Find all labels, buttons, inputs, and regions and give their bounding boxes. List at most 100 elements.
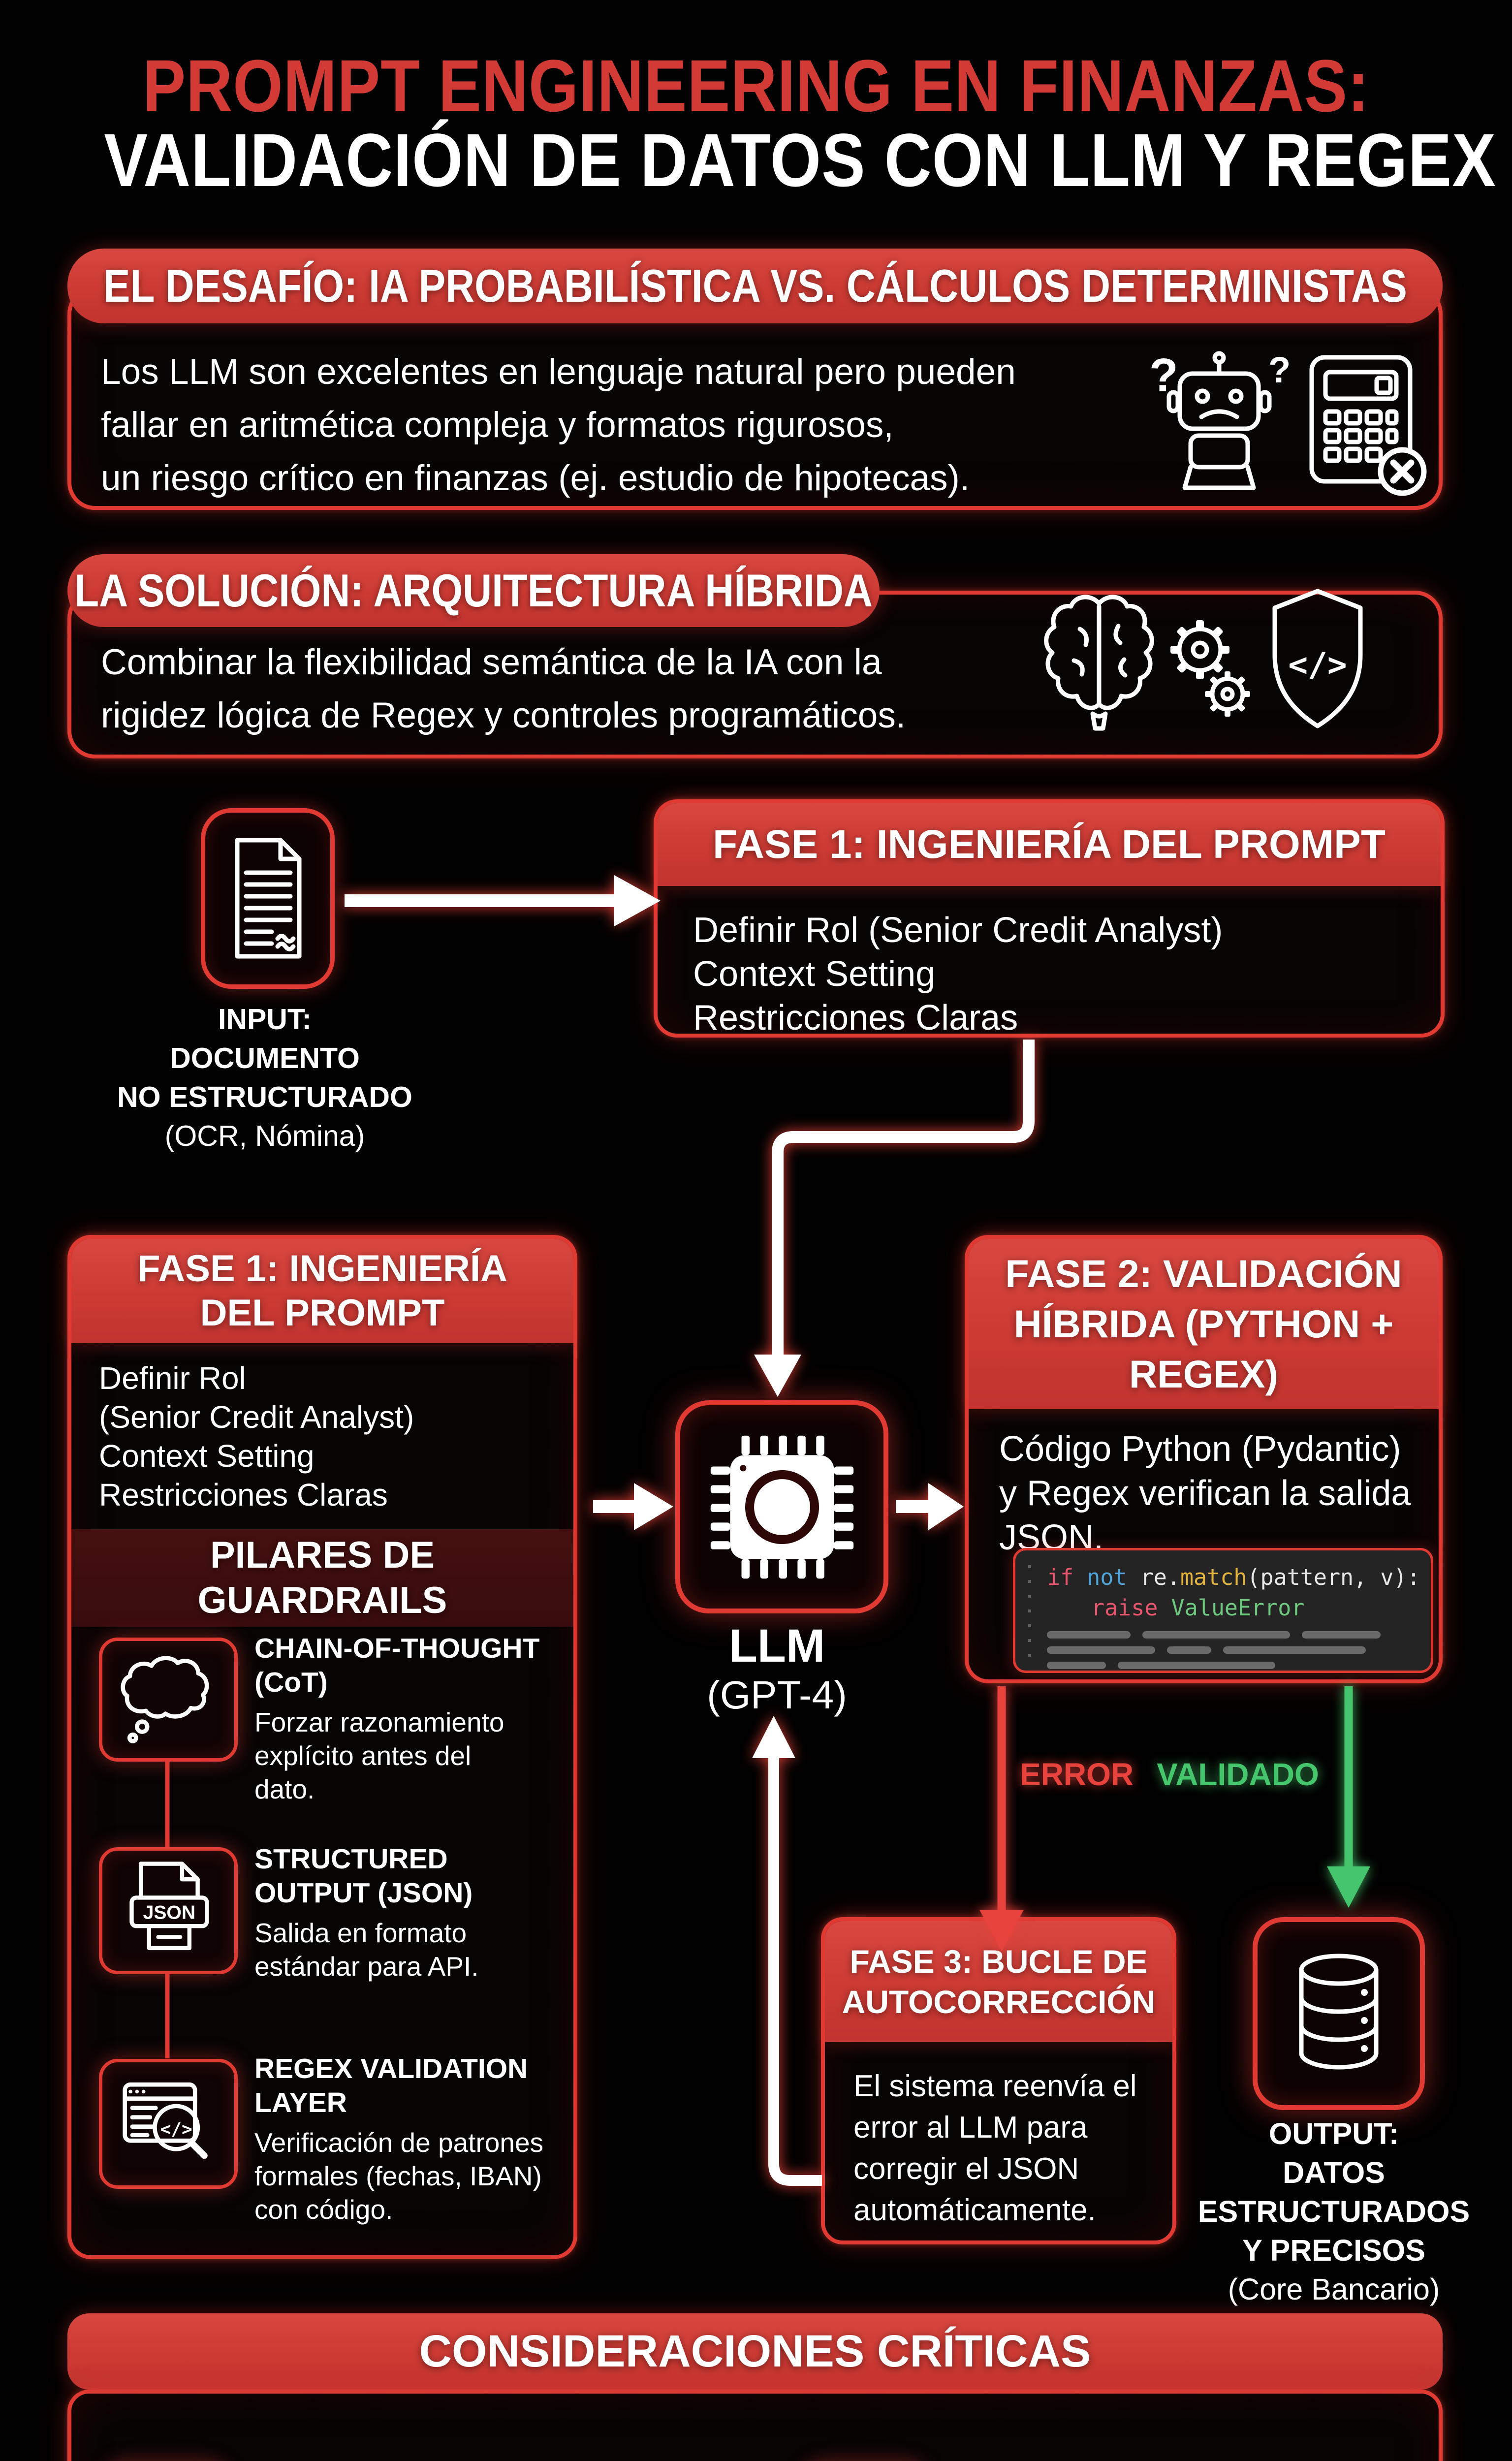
input-label-line: INPUT:	[218, 1003, 312, 1036]
thought-bubble-icon	[121, 1656, 209, 1743]
fase1-top-line: Definir Rol (Senior Credit Analyst)	[693, 911, 1223, 950]
fase1-top-header-text: FASE 1: INGENIERÍA DEL PROMPT	[713, 821, 1386, 867]
fase1-top-box: FASE 1: INGENIERÍA DEL PROMPT Definir Ro…	[654, 799, 1445, 1038]
arrow-input-to-fase1	[345, 875, 661, 926]
fase3-header-text: FASE 3: BUCLE DE AUTOCORRECCIÓN	[842, 1943, 1156, 2020]
fase3-box: FASE 3: BUCLE DE AUTOCORRECCIÓN El siste…	[821, 1917, 1176, 2244]
confused-robot-icon: ? ?	[1149, 349, 1291, 490]
fase1-left-line: (Senior Credit Analyst)	[99, 1399, 414, 1435]
json-file-icon: JSON	[129, 1861, 209, 1950]
pillar-cot-tile	[99, 1638, 238, 1762]
pillar-json-title-line: OUTPUT (JSON)	[254, 1877, 473, 1909]
shield-code-icon: </>	[1272, 589, 1363, 728]
input-label-line: (OCR, Nómina)	[164, 1120, 365, 1152]
code-token: raise	[1091, 1595, 1158, 1621]
considerations-header: CONSIDERACIONES CRÍTICAS	[67, 2313, 1443, 2390]
code-token: if	[1047, 1564, 1074, 1590]
pillars-header-text: PILARES DE GUARDRAILS	[197, 1534, 447, 1621]
code-placeholder-row	[1047, 1662, 1416, 1669]
code-token: (pattern, v):	[1247, 1564, 1420, 1590]
validado-label: VALIDADO	[1157, 1757, 1319, 1792]
input-label-line: DOCUMENTO	[170, 1042, 360, 1074]
arrow-llm-to-fase2	[896, 1483, 964, 1530]
svg-text:</>: </>	[160, 2119, 192, 2140]
document-icon	[235, 838, 302, 959]
page-title: PROMPT ENGINEERING EN FINANZAS:	[142, 44, 1370, 127]
pillar-cot-desc: Forzar razonamiento explícito antes del …	[254, 1707, 504, 1804]
code-token: ValueError	[1158, 1595, 1305, 1621]
fase1-left-header: FASE 1: INGENIERÍA DEL PROMPT	[71, 1239, 573, 1343]
pillar-json-tile: JSON	[99, 1847, 238, 1974]
output-label-line: ESTRUCTURADOS	[1197, 2195, 1470, 2228]
fase1-left-box: FASE 1: INGENIERÍA DEL PROMPT Definir Ro…	[67, 1235, 577, 2259]
fase1-left-line: Restricciones Claras	[99, 1477, 388, 1513]
gears-icon	[1170, 620, 1250, 717]
output-label-line: Y PRECISOS	[1242, 2234, 1425, 2267]
arrow-fase1-to-llm	[754, 1040, 1035, 1397]
fase1-left-header-text: FASE 1: INGENIERÍA DEL PROMPT	[137, 1248, 507, 1334]
svg-text:</>: </>	[1288, 646, 1347, 684]
arrow-validado	[1327, 1686, 1370, 1908]
code-placeholder-row	[1047, 1631, 1416, 1639]
fase1-top-line: Context Setting	[693, 954, 936, 994]
fase2-header: FASE 2: VALIDACIÓN HÍBRIDA (PYTHON + REG…	[969, 1239, 1439, 1409]
calculator-error-icon	[1309, 355, 1427, 496]
output-db-tile	[1253, 1917, 1425, 2110]
section-solution-header: LA SOLUCIÓN: ARQUITECTURA HÍBRIDA	[67, 554, 880, 627]
output-label-line: (Core Bancario)	[1228, 2272, 1440, 2306]
challenge-text: Los LLM son excelentes en lenguaje natur…	[101, 352, 1016, 498]
input-label: INPUT: DOCUMENTO NO ESTRUCTURADO (OCR, N…	[93, 1000, 437, 1156]
error-label: ERROR	[1020, 1757, 1134, 1792]
pillar-regex-title-line: REGEX VALIDATION	[254, 2053, 528, 2084]
input-label-line: NO ESTRUCTURADO	[117, 1081, 412, 1113]
pillar-json-title-line: STRUCTURED	[254, 1843, 448, 1875]
output-label-line: OUTPUT:	[1268, 2117, 1399, 2150]
brain-icon	[1044, 595, 1154, 731]
section-challenge	[67, 286, 1443, 510]
code-line-1: if not re.match(pattern, v):	[1047, 1562, 1420, 1593]
fase2-code-block: if not re.match(pattern, v): raise Value…	[1013, 1548, 1433, 1673]
code-line-2: raise ValueError	[1047, 1593, 1416, 1623]
code-placeholder-row	[1047, 1646, 1416, 1654]
considerations-box	[67, 2390, 1443, 2461]
svg-text:?: ?	[1149, 349, 1178, 402]
output-label: OUTPUT: DATOS ESTRUCTURADOS Y PRECISOS (…	[1171, 2114, 1496, 2309]
arrow-left-to-llm	[593, 1483, 673, 1530]
section-challenge-header: EL DESAFÍO: IA PROBABILÍSTICA VS. CÁLCUL…	[67, 249, 1443, 323]
svg-text:?: ?	[1268, 349, 1291, 390]
fase1-top-header: FASE 1: INGENIERÍA DEL PROMPT	[658, 803, 1441, 886]
fase3-text: El sistema reenvía el error al LLM para …	[853, 2069, 1137, 2227]
solution-text: Combinar la flexibilidad semántica de la…	[101, 642, 906, 735]
regex-search-icon: </>	[123, 2082, 208, 2159]
database-icon	[1299, 1954, 1379, 2070]
page-subtitle: VALIDACIÓN DE DATOS CON LLM Y REGEX	[104, 118, 1496, 202]
challenge-header-text: EL DESAFÍO: IA PROBABILÍSTICA VS. CÁLCUL…	[103, 259, 1407, 312]
code-token: re.	[1127, 1564, 1180, 1590]
fase2-header-text: FASE 2: VALIDACIÓN HÍBRIDA (PYTHON + REG…	[1005, 1252, 1402, 1396]
code-token: not	[1073, 1564, 1127, 1590]
code-token: match	[1180, 1564, 1247, 1590]
llm-chip-tile	[675, 1400, 888, 1613]
arrow-fase3-to-llm	[752, 1716, 822, 2186]
llm-label: LLM (GPT-4)	[675, 1620, 879, 1719]
svg-text:JSON: JSON	[143, 1902, 196, 1923]
solution-header-text: LA SOLUCIÓN: ARQUITECTURA HÍBRIDA	[74, 564, 873, 616]
considerations-header-text: CONSIDERACIONES CRÍTICAS	[419, 2326, 1091, 2377]
fase1-left-line: Context Setting	[99, 1438, 315, 1474]
pillar-regex-title-line: LAYER	[254, 2087, 347, 2118]
pillar-cot-title-line: CHAIN-OF-THOUGHT	[254, 1633, 540, 1664]
llm-model: (GPT-4)	[707, 1673, 847, 1717]
fase1-top-line: Restricciones Claras	[693, 998, 1018, 1038]
pillar-json-desc: Salida en formato estándar para API.	[254, 1918, 479, 1982]
pillar-cot-title-line: (CoT)	[254, 1667, 328, 1698]
input-document-tile	[201, 808, 335, 989]
pillar-regex-tile: </>	[99, 2059, 238, 2189]
fase1-left-line: Definir Rol	[99, 1360, 246, 1396]
pillars-header-band: PILARES DE GUARDRAILS	[71, 1529, 573, 1627]
llm-chip-icon	[710, 1435, 853, 1578]
llm-name: LLM	[728, 1620, 825, 1672]
fase2-box: FASE 2: VALIDACIÓN HÍBRIDA (PYTHON + REG…	[965, 1235, 1443, 1683]
output-label-line: DATOS	[1283, 2156, 1385, 2189]
